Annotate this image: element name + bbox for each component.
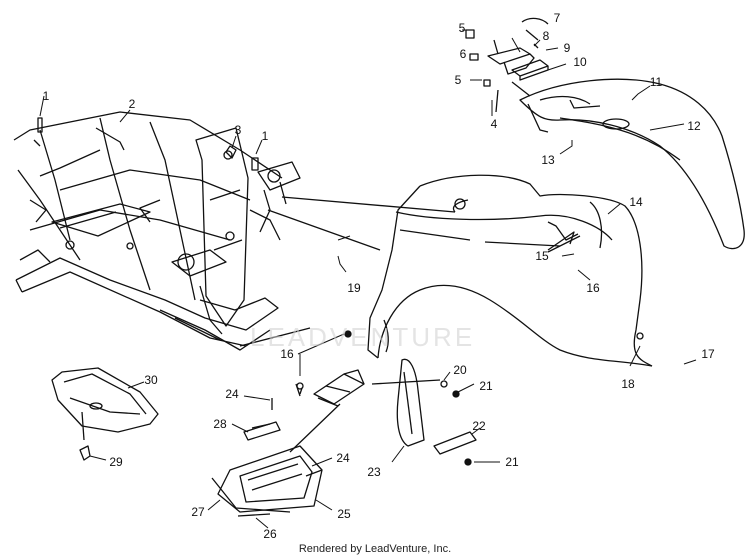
tail-light-drawing [465,17,549,87]
assembly-line [289,403,341,453]
watermark-logo: LEADVENTURE [250,322,476,352]
callout-label: 27 [191,505,205,519]
callout-label: 17 [701,347,715,361]
assembly-line [239,327,311,347]
callout-label: 7 [554,11,561,25]
callout-label: 24 [336,451,350,465]
callout-label: 1 [43,89,50,103]
callout-label: 19 [347,281,361,295]
callout-label: 6 [460,47,467,61]
frame-drawing [13,111,301,351]
callout-label: 8 [543,29,550,43]
callout-label: 10 [573,55,587,69]
callout-label: 22 [472,419,486,433]
callout-label: 13 [541,153,555,167]
callout-label: 14 [629,195,643,209]
callout-label: 18 [621,377,635,391]
callout-label: 5 [459,21,466,35]
callout-label: 25 [337,507,351,521]
callout-label: 30 [144,373,158,387]
callout-label: 20 [453,363,467,377]
callout-label: 16 [280,347,294,361]
callout-label: 24 [225,387,239,401]
callout-label: 12 [687,119,701,133]
assembly-line [281,196,456,213]
callout-label: 5 [455,73,462,87]
assembly-line [371,379,441,385]
callout-label: 26 [263,527,277,541]
assembly-line [267,209,381,251]
assembly-line [547,235,581,253]
callout-label: 16 [586,281,600,295]
footrest-drawing [211,330,365,517]
front-fender-drawing [519,78,745,250]
callout-label: 2 [129,97,136,111]
callout-label: 29 [109,455,123,469]
leader-lines [39,29,697,529]
footer-credit: Rendered by LeadVenture, Inc. [298,543,452,555]
callout-label: 28 [213,417,227,431]
callout-label: 15 [535,249,549,263]
callout-label: 3 [235,123,242,137]
callout-label: 23 [367,465,381,479]
callout-labels: 1 2 3 1 4 5 5 6 7 8 9 10 11 12 13 14 15 … [43,11,715,541]
callout-label: 4 [491,117,498,131]
callout-label: 9 [564,41,571,55]
callout-label: 11 [650,75,663,89]
assembly-line [511,81,531,97]
assembly-line [495,89,499,113]
callout-label: 21 [505,455,519,469]
callout-label: 1 [262,129,269,143]
rear-fender-drawing [367,174,653,367]
skid-plate-drawing [51,367,159,461]
callout-label: 21 [479,379,493,393]
